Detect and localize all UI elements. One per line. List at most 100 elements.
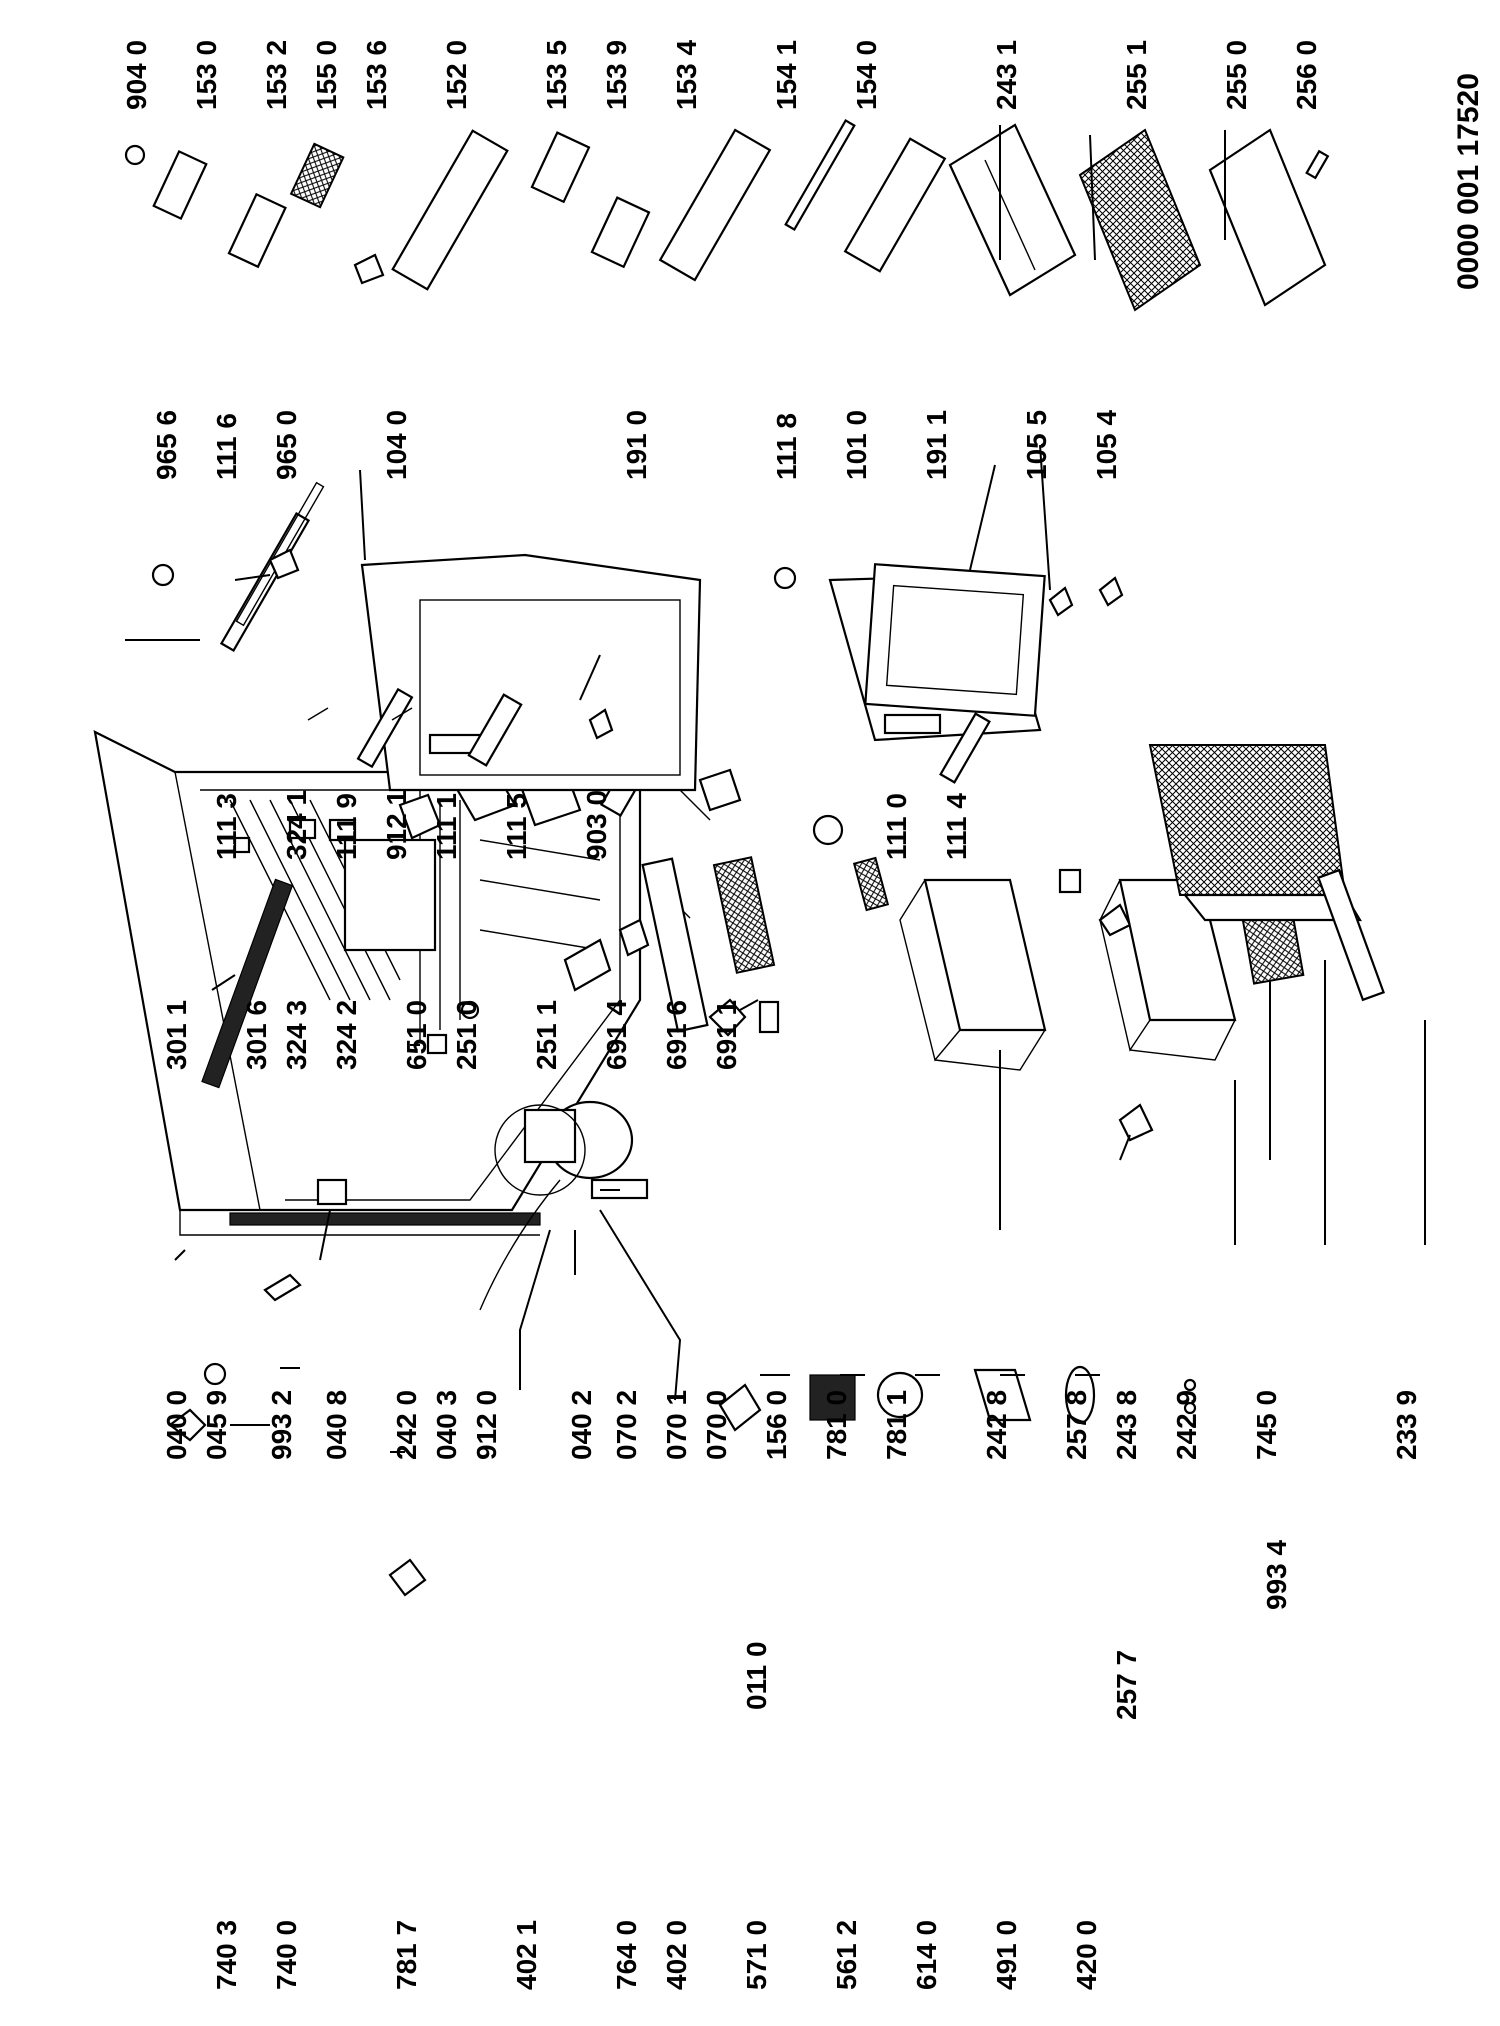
part-1550: [289, 142, 345, 209]
part-2560: [1305, 149, 1330, 180]
part-2577: [1118, 1103, 1154, 1142]
label-1535: 153 5: [541, 40, 572, 110]
part-7817: [388, 1558, 427, 1597]
label-1560: 156 0: [761, 1390, 792, 1460]
label-7640: 764 0: [611, 1920, 642, 1990]
label-2438: 243 8: [1111, 1390, 1142, 1460]
label-2428: 242 8: [981, 1390, 1012, 1460]
label-9650: 965 0: [271, 410, 302, 480]
part-1114: [939, 712, 991, 784]
part-9656: [151, 563, 175, 587]
part-2339: [1317, 868, 1385, 1002]
label-1114: 111 4: [941, 793, 972, 860]
label-0402: 040 2: [566, 1390, 597, 1460]
door-1040: [360, 553, 702, 792]
label-6140: 614 0: [911, 1920, 942, 1990]
label-0459: 045 9: [201, 1390, 232, 1460]
label-0408: 040 8: [321, 1390, 352, 1460]
label-1532: 153 2: [261, 40, 292, 110]
part-6140: [876, 1371, 924, 1419]
label-1115: 111 5: [501, 793, 532, 860]
label-6914: 691 4: [601, 1000, 632, 1070]
part-9121: [391, 707, 413, 721]
label-1054: 105 4: [1091, 410, 1122, 480]
label-7810: 781 0: [821, 1390, 852, 1460]
label-3243: 324 3: [281, 1000, 312, 1070]
label-1911: 191 1: [921, 410, 952, 480]
gasket-1911: [864, 563, 1046, 717]
part-4910: [973, 1368, 1032, 1422]
part-1119: [356, 687, 414, 769]
label-6911: 691 1: [711, 1000, 742, 1070]
part-3016: [233, 836, 251, 854]
part-2578: [1058, 868, 1082, 894]
label-2429: 242 9: [1171, 1390, 1202, 1460]
label-5710: 571 0: [741, 1920, 772, 1990]
label-0403: 040 3: [431, 1390, 462, 1460]
label-0700: 070 0: [701, 1390, 732, 1460]
part-1532: [227, 192, 287, 269]
label-1113: 111 3: [211, 793, 242, 860]
evaporator-group: [1148, 744, 1385, 1002]
label-2550: 255 0: [1221, 40, 1252, 110]
label-9121: 912 1: [381, 790, 412, 860]
leader-lines: [125, 125, 1426, 1453]
cabinet-group: [93, 730, 780, 1311]
label-6510: 651 0: [401, 1000, 432, 1070]
part-3241: [307, 707, 329, 721]
label-2420: 242 0: [391, 1390, 422, 1460]
label-9120: 912 0: [471, 1390, 502, 1460]
condenser-grille: [229, 1212, 541, 1226]
label-7817: 781 7: [391, 1920, 422, 1990]
label-9040: 904 0: [121, 40, 152, 110]
label-7400: 740 0: [271, 1920, 302, 1990]
label-1040: 104 0: [381, 410, 412, 480]
label-3016: 301 6: [241, 1000, 272, 1070]
ice-tray-1560: [712, 856, 776, 974]
part-5612: [809, 1374, 856, 1421]
hinge-middle: [563, 938, 612, 992]
door-rail: [641, 857, 709, 1033]
part-0459: [203, 1362, 227, 1386]
label-9030: 903 0: [581, 790, 612, 860]
label-0110: 011 0: [741, 1641, 772, 1710]
document-number: 0000 001 17520: [1452, 73, 1485, 290]
part-1115: [467, 693, 523, 767]
evaporator: [1148, 744, 1347, 896]
label-3242: 324 2: [331, 1000, 362, 1070]
label-0702: 070 2: [611, 1390, 642, 1460]
label-4200: 420 0: [1071, 1920, 1102, 1990]
shelf-2550: [1208, 128, 1327, 307]
part-7811: [852, 856, 890, 912]
shelf-2431: [948, 123, 1077, 297]
label-1550: 155 0: [311, 40, 342, 110]
label-9656: 965 6: [151, 410, 182, 480]
crisper-inner: [343, 838, 437, 952]
label-4021: 402 1: [511, 1920, 542, 1990]
part-3242: [328, 818, 357, 842]
label-1541: 154 1: [771, 40, 802, 110]
door-group: [151, 481, 1124, 792]
label-9932: 993 2: [266, 1390, 297, 1460]
part-0408: [316, 1178, 348, 1206]
label-1536: 153 6: [361, 40, 392, 110]
balcony-1534: [658, 128, 772, 282]
part-9040: [124, 144, 146, 166]
part-1530: [152, 150, 208, 220]
drawer-2428: [923, 878, 1047, 1032]
label-2431: 243 1: [991, 40, 1022, 110]
part-9030: [588, 708, 614, 740]
part-3243: [288, 818, 317, 840]
label-1539: 153 9: [601, 40, 632, 110]
part-5710: [718, 1383, 762, 1432]
label-3011: 301 1: [161, 1000, 192, 1070]
label-1540: 154 0: [851, 40, 882, 110]
shelf-2551: [1078, 128, 1202, 312]
part-3011: [201, 878, 294, 1089]
label-2551: 255 1: [1121, 40, 1152, 110]
label-2511: 251 1: [531, 1000, 562, 1070]
part-1539: [590, 196, 651, 269]
part-labels: 740 3 740 0 781 7 402 1 764 0 402 0 571 …: [121, 40, 1422, 1990]
label-2578: 257 8: [1061, 1390, 1092, 1460]
part-7810: [812, 814, 844, 846]
